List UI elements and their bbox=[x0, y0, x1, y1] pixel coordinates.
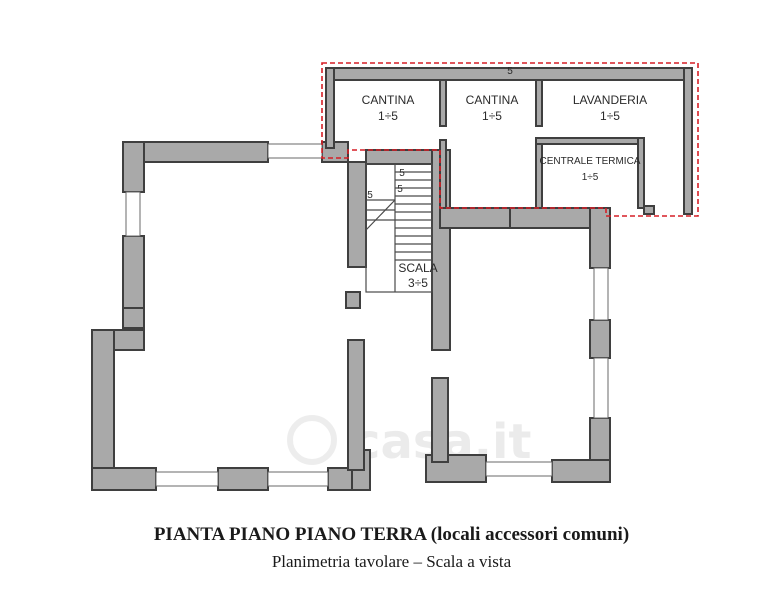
stair-core: 5 5 5 SCALA 3÷5 bbox=[365, 149, 451, 351]
left-block-windows bbox=[125, 143, 329, 487]
room-label-scala: SCALA bbox=[398, 261, 437, 275]
stair-marker-5a: 5 bbox=[367, 190, 373, 201]
room-label-lavanderia: LAVANDERIA bbox=[573, 93, 647, 107]
room-cantina-1: CANTINA 1÷5 bbox=[362, 93, 415, 123]
room-tag-centrale-termica: 1÷5 bbox=[582, 172, 599, 183]
room-tag-cantina-2: 1÷5 bbox=[482, 109, 502, 123]
stair-marker-5b: 5 bbox=[397, 184, 403, 195]
room-cantina-2: CANTINA 1÷5 bbox=[466, 93, 519, 123]
floor-plan: casa.it bbox=[91, 62, 699, 491]
room-centrale-termica: CENTRALE TERMICA 1÷5 bbox=[540, 156, 641, 183]
room-label-cantina-1: CANTINA bbox=[362, 93, 415, 107]
caption-title: PIANTA PIANO PIANO TERRA (locali accesso… bbox=[153, 524, 630, 545]
annex-walls bbox=[325, 67, 693, 215]
stair-marker-5c: 5 bbox=[399, 168, 405, 179]
room-tag-scala: 3÷5 bbox=[408, 276, 428, 290]
highlight-outline bbox=[321, 62, 699, 217]
room-label-cantina-2: CANTINA bbox=[466, 93, 519, 107]
top-marker-5: 5 bbox=[507, 66, 513, 77]
room-label-centrale-termica: CENTRALE TERMICA bbox=[540, 156, 641, 167]
room-lavanderia: LAVANDERIA 1÷5 bbox=[573, 93, 647, 123]
left-block-walls bbox=[91, 141, 371, 491]
caption-subtitle: Planimetria tavolare – Scala a vista bbox=[271, 552, 512, 571]
room-tag-cantina-1: 1÷5 bbox=[378, 109, 398, 123]
room-tag-lavanderia: 1÷5 bbox=[600, 109, 620, 123]
right-block-windows bbox=[485, 267, 609, 477]
